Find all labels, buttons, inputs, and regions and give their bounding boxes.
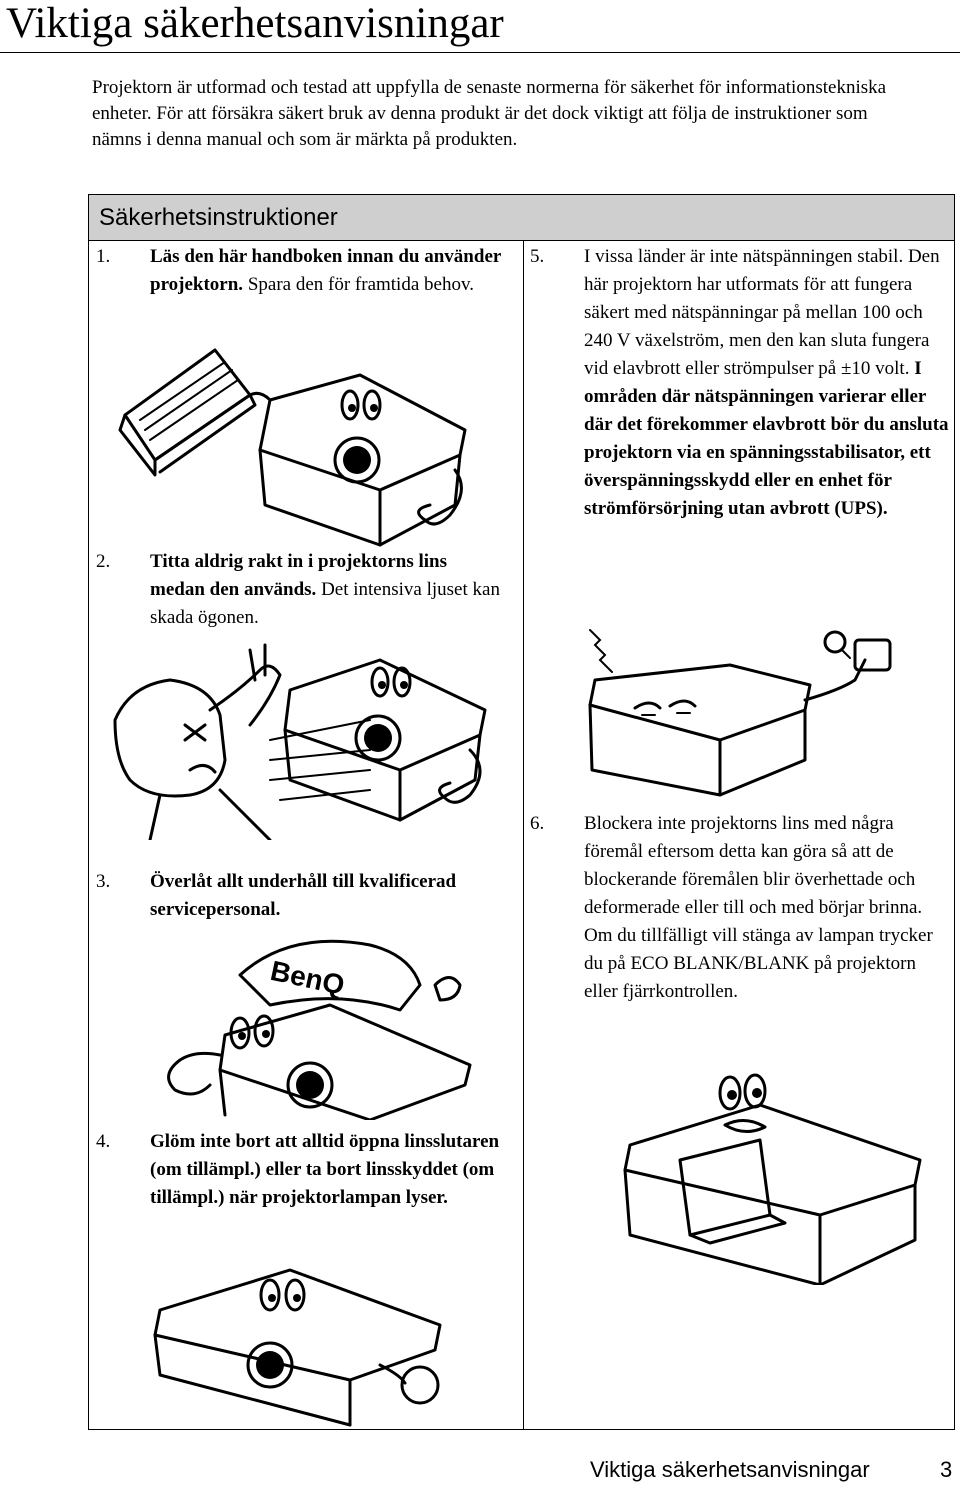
item-number: 1. bbox=[96, 246, 111, 267]
section-header: Säkerhetsinstruktioner bbox=[89, 195, 954, 241]
item-text: I vissa länder är inte nätspänningen sta… bbox=[584, 246, 940, 379]
key-label: ECO BLANK/BLANK bbox=[630, 953, 810, 974]
item-bold-text: Läs den här handboken innan du använder … bbox=[150, 246, 501, 295]
item-number: 3. bbox=[96, 871, 111, 892]
item-text: Det intensiva ljuset kan skada ögonen. bbox=[150, 579, 500, 628]
section-title: Säkerhetsinstruktioner bbox=[99, 204, 338, 231]
illustration-lens-cap bbox=[150, 1265, 450, 1430]
footer-title: Viktiga säkerhetsanvisningar bbox=[590, 1457, 870, 1482]
illustration-power-fluctuation bbox=[580, 620, 920, 800]
illustration-do-not-block-lens bbox=[620, 1065, 930, 1285]
item-text: på projektorn eller fjärrkontrollen. bbox=[584, 953, 916, 1002]
safety-instructions-box: Säkerhetsinstruktioner bbox=[88, 194, 955, 1430]
item-number: 5. bbox=[530, 246, 545, 267]
item-bold-text: Glöm inte bort att alltid öppna linsslut… bbox=[150, 1131, 500, 1208]
illustration-servicing: BenQ bbox=[140, 925, 480, 1120]
page-number: 3 bbox=[940, 1457, 953, 1482]
instruction-item-2: 2. Titta aldrig rakt in i projektorns li… bbox=[96, 548, 506, 632]
item-number: 6. bbox=[530, 813, 545, 834]
instruction-item-1: 1. Läs den här handboken innan du använd… bbox=[96, 243, 506, 299]
instruction-item-3: 3. Överlåt allt underhåll till kvalifice… bbox=[96, 868, 516, 924]
item-text: Spara den för framtida behov. bbox=[243, 274, 474, 295]
item-number: 4. bbox=[96, 1131, 111, 1152]
item-bold-text: Titta aldrig rakt in i projektorns lins … bbox=[150, 551, 447, 600]
illustration-do-not-look-into-lens bbox=[110, 630, 500, 840]
instruction-item-4: 4. Glöm inte bort att alltid öppna linss… bbox=[96, 1128, 516, 1212]
instruction-item-5: 5. I vissa länder är inte nätspänningen … bbox=[530, 243, 950, 523]
instruction-item-6: 6. Blockera inte projektorns lins med nå… bbox=[530, 810, 950, 1006]
column-divider bbox=[523, 241, 524, 1430]
item-text: Blockera inte projektorns lins med några… bbox=[584, 813, 933, 974]
title-rule bbox=[0, 52, 960, 53]
page-title: Viktiga säkerhetsanvisningar bbox=[6, 0, 504, 47]
item-bold-text: I områden där nätspänningen varierar ell… bbox=[584, 358, 949, 519]
intro-paragraph: Projektorn är utformad och testad att up… bbox=[92, 77, 887, 150]
item-number: 2. bbox=[96, 551, 111, 572]
illustration-read-manual bbox=[110, 340, 480, 550]
cap-logo: BenQ bbox=[268, 955, 348, 1001]
item-bold-text: Överlåt allt underhåll till kvalificerad… bbox=[150, 871, 457, 920]
